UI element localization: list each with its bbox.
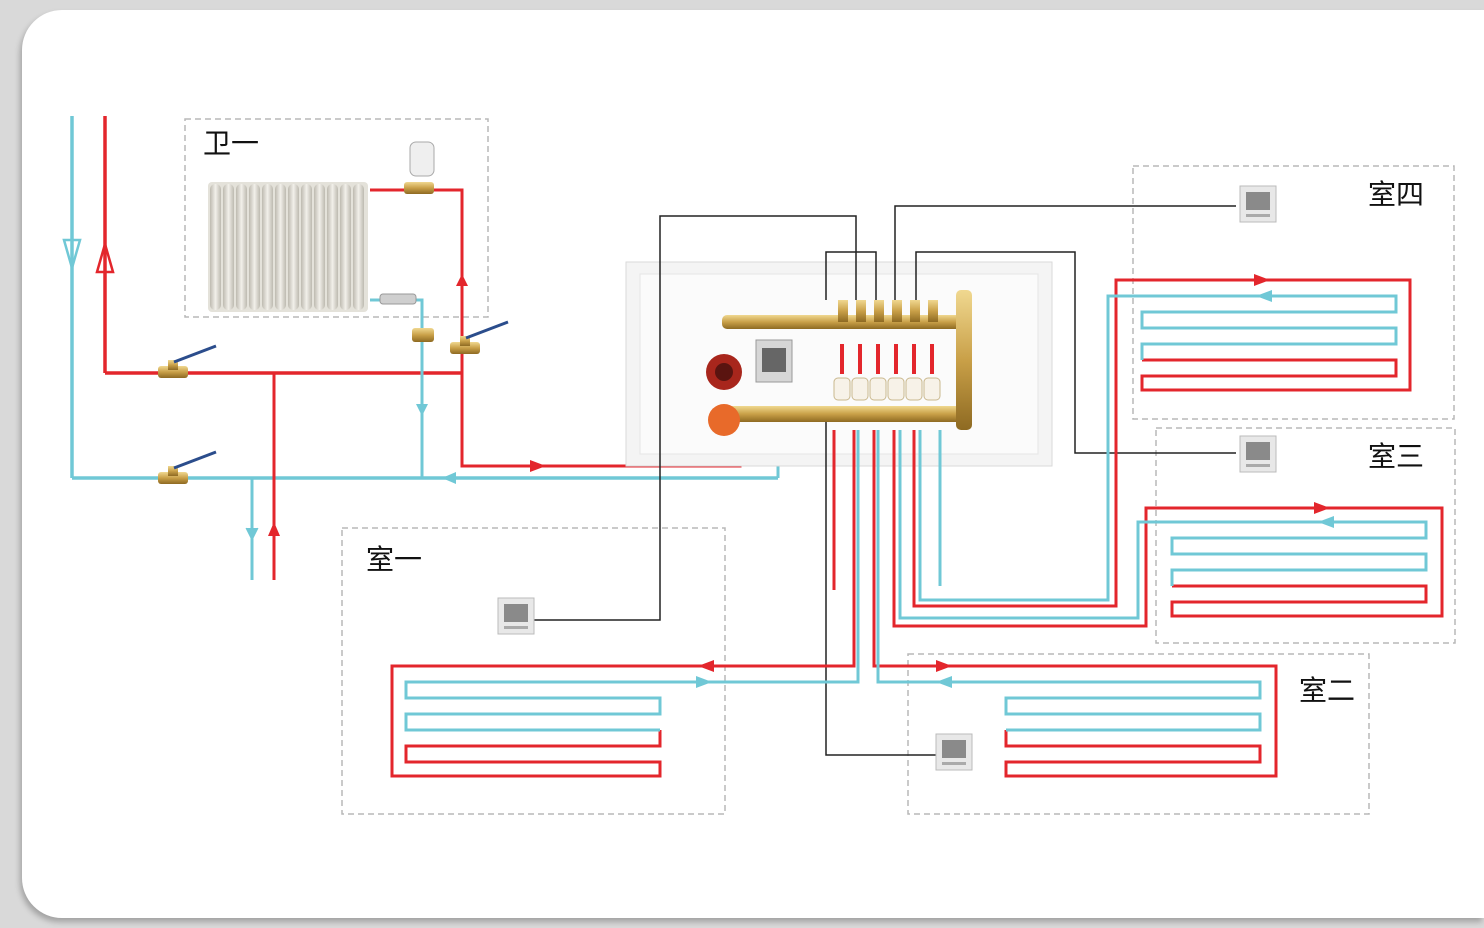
flow-arrow-icon: [62, 238, 82, 273]
ball-valve-icon: [412, 328, 434, 342]
zone-room1: [341, 527, 726, 815]
floor-loop-room1: [390, 430, 860, 778]
room-label-bath1: 卫一: [203, 127, 259, 160]
pump-icon: [706, 354, 742, 436]
thermostatic-head-icon: [404, 141, 435, 194]
room-label-room4: 室四: [1368, 178, 1424, 211]
thermostat-icon: [935, 733, 973, 771]
control-wires: [534, 205, 1236, 756]
zone-bath1: [184, 118, 489, 318]
zone-room3: [1155, 427, 1456, 644]
floor-loop-room3: [892, 430, 1444, 628]
zone-room4: [1132, 165, 1455, 420]
thermostat-icon: [497, 597, 535, 635]
zone-room2: [907, 653, 1370, 815]
room-label-room1: 室一: [366, 543, 422, 576]
floor-loop-room2: [872, 430, 1278, 778]
radiator-icon: [208, 182, 368, 312]
manifold-icon: [625, 261, 1053, 467]
room-label-room2: 室二: [1299, 674, 1355, 707]
flow-arrow-icon: [95, 239, 115, 274]
floor-loop-room4: [912, 274, 1412, 608]
room-label-room3: 室三: [1368, 440, 1424, 473]
thermostat-icon: [1239, 185, 1277, 223]
lockshield-valve-icon: [379, 293, 417, 305]
ball-valve-icon: [448, 320, 510, 356]
thermostat-icon: [1239, 435, 1277, 473]
